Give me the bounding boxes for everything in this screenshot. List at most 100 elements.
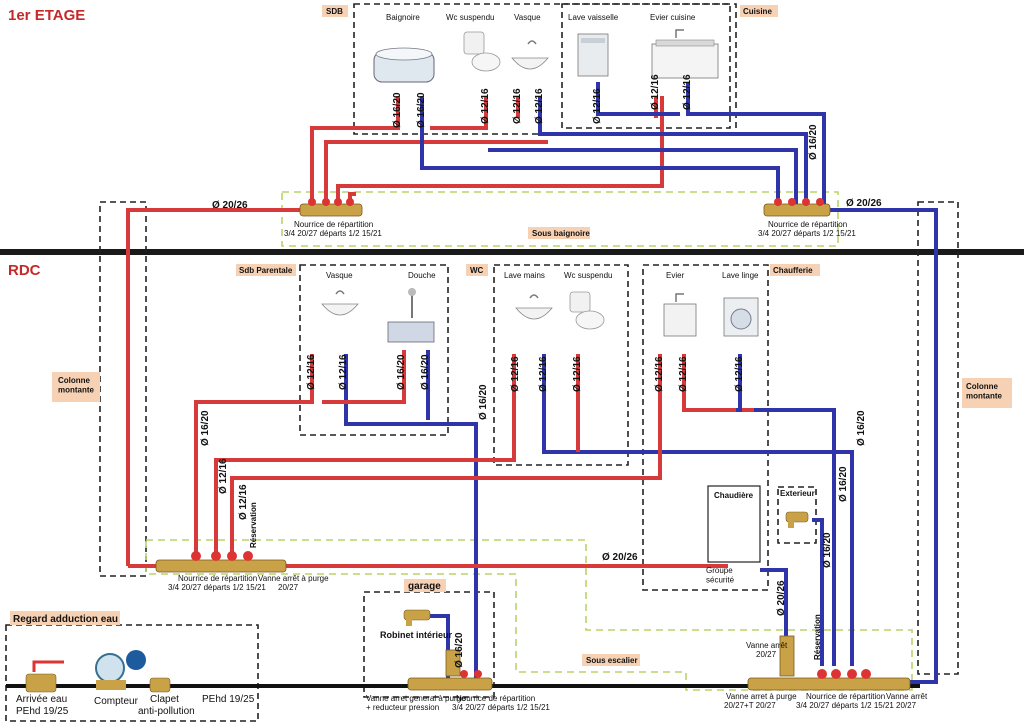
svg-text:Sdb Parentale: Sdb Parentale: [239, 266, 293, 275]
svg-text:Ø 16/20: Ø 16/20: [838, 466, 849, 502]
svg-text:Ø 16/20: Ø 16/20: [808, 124, 819, 160]
label-evier-cuisine: Evier cuisine: [650, 13, 696, 22]
washing-machine-icon: [723, 297, 759, 337]
svg-text:Ø 12/16: Ø 12/16: [306, 354, 317, 390]
svg-text:Ø 12/16: Ø 12/16: [238, 484, 249, 520]
svg-text:Vanne arrêt à purge: Vanne arrêt à purge: [258, 574, 329, 583]
svg-text:Vanne arrêt: Vanne arrêt: [886, 692, 928, 701]
faucet-icon-exterior: [785, 511, 809, 528]
label-d2026-upper-left: Ø 20/26: [212, 200, 248, 211]
svg-text:Nourrice de répartition: Nourrice de répartition: [294, 220, 373, 229]
hand-sink-icon: [515, 294, 553, 320]
floor-label-lower: RDC: [8, 262, 41, 279]
tag-garage: garage: [404, 579, 446, 592]
svg-text:Ø 12/16: Ø 12/16: [734, 356, 745, 392]
svg-text:Ø 12/16: Ø 12/16: [338, 354, 349, 390]
bathtub-icon: [373, 47, 435, 83]
label-douche: Douche: [408, 271, 436, 280]
box-colonne-left: [99, 201, 147, 577]
label-lave-vaisselle: Lave vaisselle: [568, 13, 619, 22]
box-exterieur: [777, 486, 817, 544]
svg-text:Ø 16/20: Ø 16/20: [396, 354, 407, 390]
box-sdb-parentale: [299, 264, 449, 436]
shower-icon: [387, 288, 435, 343]
svg-text:Ø 20/26: Ø 20/26: [776, 580, 787, 616]
box-sous-baignoire: [281, 191, 839, 247]
svg-text:Nourrice de répartition: Nourrice de répartition: [178, 574, 257, 583]
manifold-rdc-right: Vanne arret à purge 20/27+T 20/27 Nourri…: [724, 635, 928, 710]
manifold-upper-left: Nourrice de répartition 3/4 20/27 départ…: [284, 198, 382, 238]
label-d2026-upper-right: Ø 20/26: [846, 198, 882, 209]
tag-cuisine: Cuisine: [740, 5, 778, 17]
faucet-icon-garage: [403, 609, 431, 626]
svg-text:20/27: 20/27: [278, 583, 299, 592]
tag-sous-baignoire: Sous baignoire: [528, 227, 590, 239]
floor-label-upper: 1er ETAGE: [8, 7, 85, 24]
box-wc: [493, 264, 629, 466]
svg-text:Ø 12/16: Ø 12/16: [512, 88, 523, 124]
kitchen-sink-icon: [651, 29, 719, 79]
box-sous-escalier: [145, 539, 913, 691]
box-regard: [5, 624, 259, 722]
svg-text:WC: WC: [470, 266, 484, 275]
label-arrivee: Arrivée eau: [16, 694, 67, 705]
tag-sdb: SDB: [322, 5, 348, 17]
label-pehd: PEhd 19/25: [202, 694, 255, 705]
label-vasque-rdc: Vasque: [326, 271, 353, 280]
svg-text:Ø 16/20: Ø 16/20: [478, 384, 489, 420]
svg-text:Ø 16/20: Ø 16/20: [200, 410, 211, 446]
label-wc-suspendu-up: Wc suspendu: [446, 13, 494, 22]
svg-text:Ø 12/16: Ø 12/16: [538, 356, 549, 392]
svg-text:Chaufferie: Chaufferie: [773, 266, 813, 275]
svg-text:3/4 20/27 départs 1/2 15/21: 3/4 20/27 départs 1/2 15/21: [168, 583, 266, 592]
svg-text:Ø 16/20: Ø 16/20: [856, 410, 867, 446]
svg-text:Réservation: Réservation: [813, 614, 822, 660]
floor-divider: [0, 249, 1024, 255]
label-vasque-up: Vasque: [514, 13, 541, 22]
svg-text:Regard adduction eau: Regard adduction eau: [13, 614, 118, 625]
svg-text:Ø 12/16: Ø 12/16: [654, 356, 665, 392]
svg-text:Sous baignoire: Sous baignoire: [532, 229, 590, 238]
tag-regard: Regard adduction eau: [10, 611, 120, 625]
label-baignoire: Baignoire: [386, 13, 420, 22]
tag-sdb-parentale: Sdb Parentale: [236, 264, 296, 276]
tag-chaufferie: Chaufferie: [770, 264, 820, 276]
label-exterieur: Exterieur: [780, 489, 815, 498]
tag-wc: WC: [466, 264, 488, 276]
svg-text:Vanne arret à purge: Vanne arret à purge: [726, 692, 797, 701]
svg-text:3/4 20/27 départs 1/2 15/21: 3/4 20/27 départs 1/2 15/21: [758, 229, 856, 238]
label-chaudiere: Chaudière: [714, 491, 754, 500]
manifold-garage: Vanne arret general à purge + reducteur …: [366, 649, 550, 712]
svg-text:Ø 16/20: Ø 16/20: [454, 632, 465, 668]
toilet-icon: [463, 31, 501, 72]
svg-text:20/27: 20/27: [896, 701, 917, 710]
svg-text:Ø 12/16: Ø 12/16: [682, 74, 693, 110]
svg-text:Nourrice de répartition: Nourrice de répartition: [806, 692, 885, 701]
svg-text:Ø 12/16: Ø 12/16: [592, 88, 603, 124]
svg-text:Ø 16/20: Ø 16/20: [392, 92, 403, 128]
svg-text:Ø 12/16: Ø 12/16: [650, 74, 661, 110]
svg-text:Vanne arrêt: Vanne arrêt: [746, 641, 788, 650]
water-meter-icon: [95, 650, 146, 690]
svg-text:Ø 12/16: Ø 12/16: [572, 356, 583, 392]
label-clapet: Clapet: [150, 694, 179, 705]
svg-text:Sous escalier: Sous escalier: [586, 656, 638, 665]
manifold-rdc-left: Nourrice de répartition 3/4 20/27 départ…: [155, 551, 329, 592]
supply-valve-icon: [25, 660, 64, 693]
label-d2026-chaudiere: Ø 20/26: [602, 552, 638, 563]
sink-icon-rdc: [321, 290, 359, 316]
svg-text:SDB: SDB: [326, 7, 343, 16]
svg-text:garage: garage: [408, 581, 441, 592]
svg-text:Ø 12/16: Ø 12/16: [534, 88, 545, 124]
label-lave-mains: Lave mains: [504, 271, 545, 280]
svg-text:Ø 16/20: Ø 16/20: [420, 354, 431, 390]
svg-text:Ø 16/20: Ø 16/20: [822, 532, 833, 568]
box-cuisine: [561, 3, 731, 129]
svg-text:3/4 20/27 départs 1/2 15/21: 3/4 20/27 départs 1/2 15/21: [452, 703, 550, 712]
sink-icon: [511, 40, 549, 70]
